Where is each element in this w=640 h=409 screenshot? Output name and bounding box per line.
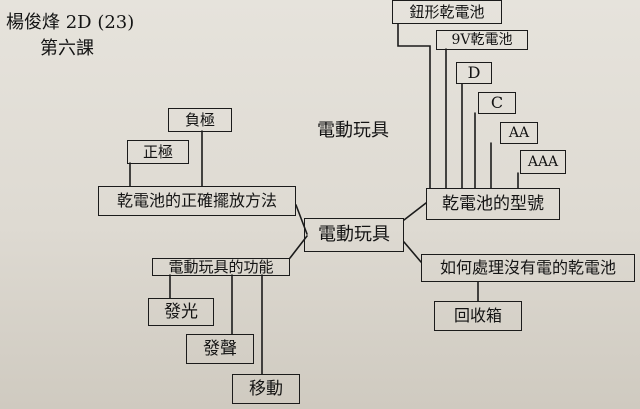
light-node: 發光 xyxy=(148,298,214,326)
sound-node: 發聲 xyxy=(186,334,254,364)
lesson-title: 第六課 xyxy=(40,38,94,59)
connector-center-types xyxy=(403,202,427,221)
center-node: 電動玩具 xyxy=(304,218,404,252)
connector-types-button xyxy=(397,23,431,189)
floating-label: 電動玩具 xyxy=(317,120,389,141)
battery-aaa-node: AAA xyxy=(520,150,566,174)
connector-center-placement xyxy=(295,204,308,235)
battery-aa-node: AA xyxy=(500,122,538,144)
disposal-node: 如何處理沒有電的乾電池 xyxy=(421,254,635,282)
battery-c-node: C xyxy=(478,92,516,114)
placement-node: 乾電池的正確擺放方法 xyxy=(98,186,296,216)
student-name: 楊俊烽 2D (23) xyxy=(6,12,135,33)
battery-9v-node: 9V乾電池 xyxy=(436,30,528,50)
negative-pole-node: 負極 xyxy=(168,108,232,132)
connector-center-disposal xyxy=(403,241,422,263)
move-node: 移動 xyxy=(232,374,300,404)
recycle-bin-node: 回收箱 xyxy=(434,301,522,331)
types-node: 乾電池的型號 xyxy=(426,188,560,220)
functions-node: 電動玩具的功能 xyxy=(152,258,290,276)
positive-pole-node: 正極 xyxy=(127,140,189,164)
battery-d-node: D xyxy=(456,62,492,84)
button-battery-node: 鈕形乾電池 xyxy=(392,0,502,24)
